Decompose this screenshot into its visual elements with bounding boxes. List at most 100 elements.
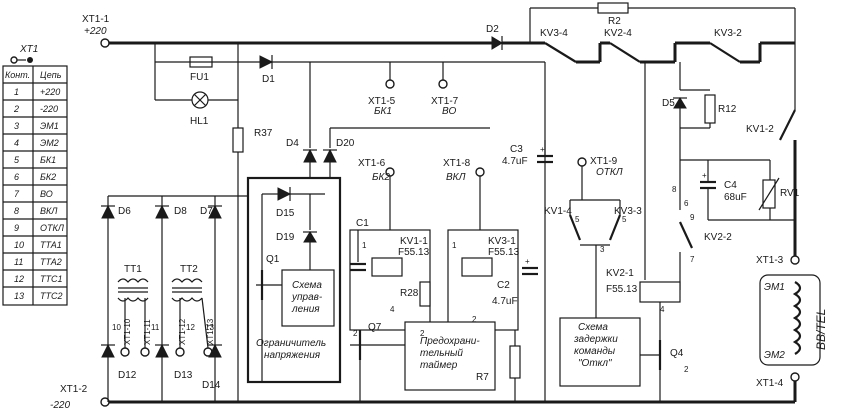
label-kv3-1-model: F55.13 xyxy=(488,247,520,258)
label-plus220: +220 xyxy=(84,26,107,37)
transformer-tt1 xyxy=(117,278,149,302)
terminal-xt1-4 xyxy=(790,372,800,382)
terminal-xt1-12 xyxy=(175,347,185,357)
label-xt1-8: XT1-8 xyxy=(443,158,471,169)
table-cell-contact: 12 xyxy=(14,274,24,284)
label-kv1-2: KV1-2 xyxy=(746,124,774,135)
label-kv2-1: KV2-1 xyxy=(606,268,634,279)
pin-number-label: 10 xyxy=(112,323,121,332)
table-cell-circuit: ВКЛ xyxy=(40,206,58,216)
label-xt1-3: XT1-3 xyxy=(756,255,784,266)
label-q4: Q4 xyxy=(670,348,684,359)
table-cell-circuit: -220 xyxy=(40,104,58,114)
pin-number-label: 2 xyxy=(353,329,358,338)
label-kv1-1-model: F55.13 xyxy=(398,247,430,258)
table-cell-contact: 9 xyxy=(14,223,19,233)
table-cell-contact: 4 xyxy=(14,138,19,148)
contact-kv1-2 xyxy=(779,109,796,141)
table-cell-circuit: ТТС2 xyxy=(40,291,63,301)
table-cell-circuit: ОТКЛ xyxy=(40,223,65,233)
label-c2: C2 xyxy=(497,280,510,291)
label-xt1-5: XT1-5 xyxy=(368,96,396,107)
label-delay-4: "Откл" xyxy=(578,358,612,369)
relay-kv1-1 xyxy=(371,257,403,277)
label-d6: D6 xyxy=(118,206,131,217)
label-rv1: RV1 xyxy=(780,188,800,199)
label-kv3-1: KV3-1 xyxy=(488,236,516,247)
table-cell-contact: 6 xyxy=(14,172,19,182)
table-cell-circuit: ВО xyxy=(40,189,53,199)
table-cell-contact: 10 xyxy=(14,240,24,250)
label-d7: D7 xyxy=(200,206,213,217)
relay-kv3-1 xyxy=(461,257,493,277)
label-bk2: БК2 xyxy=(372,172,390,183)
label-ctrl-3: ления xyxy=(291,304,320,315)
label-timer-2: тельный xyxy=(420,348,463,359)
label-d1: D1 xyxy=(262,74,275,85)
pin-number-label: 12 xyxy=(186,323,195,332)
table-header-contact: Конт. xyxy=(5,70,30,80)
label-d2: D2 xyxy=(486,24,499,35)
table-cell-contact: 3 xyxy=(14,121,19,131)
coil-icon xyxy=(792,281,802,355)
label-em2: ЭМ2 xyxy=(764,350,785,361)
label-xt1-6: XT1-6 xyxy=(358,158,386,169)
label-xt1-12: XT1-12 xyxy=(178,318,187,345)
table-cell-circuit: ТТС1 xyxy=(40,274,63,284)
table-cell-circuit: ТТА1 xyxy=(40,240,62,250)
terminal-xt1-8 xyxy=(475,167,485,177)
pin-number-label: 2 xyxy=(472,315,477,324)
label-d8: D8 xyxy=(174,206,187,217)
table-cell-circuit: БК1 xyxy=(40,155,56,165)
table-cell-contact: 11 xyxy=(14,257,23,267)
label-kv2-1-model: F55.13 xyxy=(606,284,638,295)
contact-kv2-4 xyxy=(609,42,641,63)
resistor-r7 xyxy=(509,345,521,379)
diode-d13 xyxy=(155,343,169,358)
terminal-xt1-7 xyxy=(438,79,448,89)
label-xt1-1: XT1-1 xyxy=(82,14,110,25)
diode-d15 xyxy=(277,187,292,201)
label-c1: C1 xyxy=(356,218,369,229)
pin-number-label: 1 xyxy=(362,241,367,250)
label-c4-value: 68uF xyxy=(724,192,747,203)
control-circuit-box xyxy=(281,269,335,327)
terminal-xt1-11 xyxy=(140,347,150,357)
label-kv3-4: KV3-4 xyxy=(540,28,568,39)
label-d4: D4 xyxy=(286,138,299,149)
label-delay-1: Схема xyxy=(578,322,608,333)
terminal-xt1-1 xyxy=(100,38,110,48)
connector-name: XT1 xyxy=(19,44,38,55)
resistor-r28 xyxy=(419,281,431,307)
label-vkl: ВКЛ xyxy=(446,172,466,183)
label-xt1-11: XT1-11 xyxy=(143,319,152,345)
pin-number-label: 7 xyxy=(690,255,695,264)
terminal-xt1-10 xyxy=(120,347,130,357)
protective-timer-block xyxy=(404,321,496,391)
diode-d12 xyxy=(101,343,115,358)
breaker-coil-box xyxy=(759,274,821,366)
pin-number-label: 11 xyxy=(151,323,160,332)
pin-number-label: 9 xyxy=(690,213,695,222)
contact-kv1-4 xyxy=(568,214,582,241)
label-kv2-4: KV2-4 xyxy=(604,28,632,39)
table-header-circuit: Цепь xyxy=(40,70,62,80)
label-kv3-2: KV3-2 xyxy=(714,28,742,39)
label-fu1: FU1 xyxy=(190,72,209,83)
label-r12: R12 xyxy=(718,104,737,115)
table-cell-circuit: ЭМ1 xyxy=(40,121,59,131)
table-cell-contact: 7 xyxy=(14,189,20,199)
diode-d2 xyxy=(491,36,503,50)
svg-text:+: + xyxy=(525,257,530,266)
label-xt1-13: XT1-13 xyxy=(206,318,215,345)
table-cell-contact: 2 xyxy=(13,104,19,114)
label-ctrl-1: Схема xyxy=(292,280,322,291)
label-xt1-2: XT1-2 xyxy=(60,384,88,395)
label-xt1-9: XT1-9 xyxy=(590,156,618,167)
label-kv1-1: KV1-1 xyxy=(400,236,428,247)
label-em1: ЭМ1 xyxy=(764,282,785,293)
label-c3: C3 xyxy=(510,144,523,155)
label-d5: D5 xyxy=(662,98,675,109)
label-q7: Q7 xyxy=(368,322,382,333)
